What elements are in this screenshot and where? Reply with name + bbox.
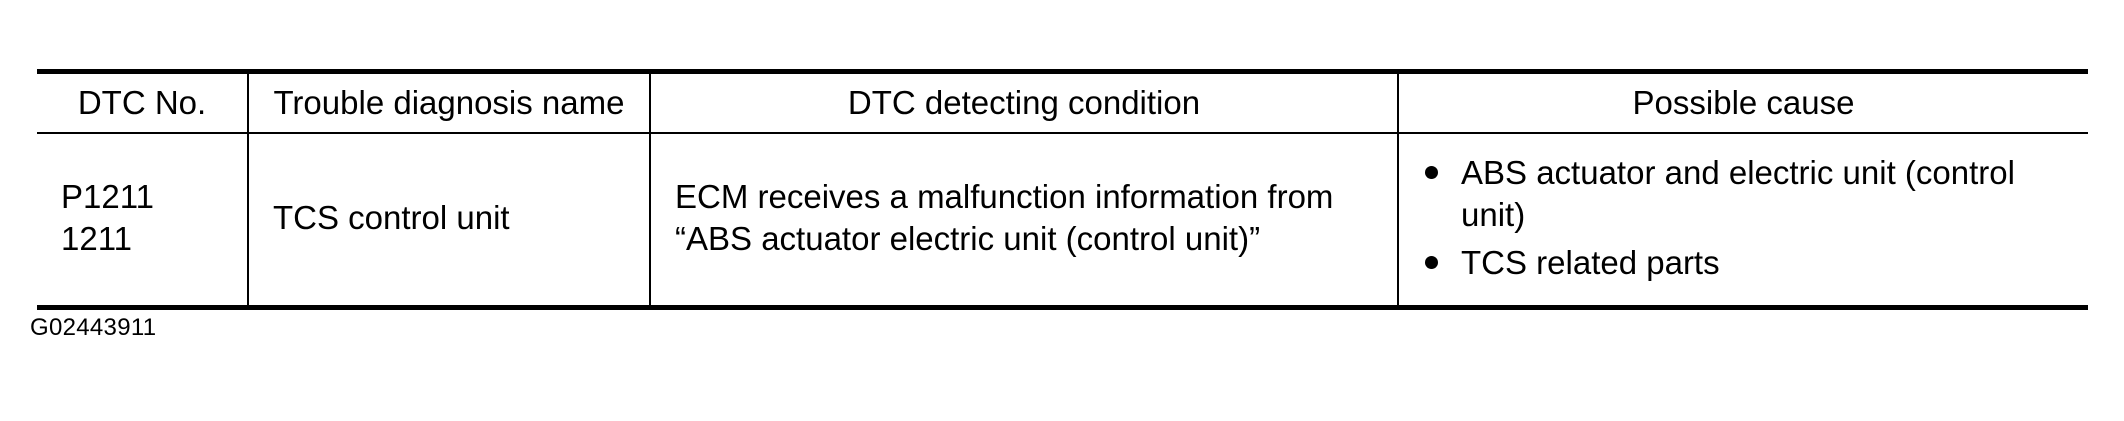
table-header: DTC No. Trouble diagnosis name DTC detec… <box>37 69 2088 134</box>
possible-cause-text: TCS related parts <box>1461 244 1720 282</box>
column-header-possible-cause: Possible cause <box>1397 69 2088 134</box>
possible-cause-text: ABS actuator and electric unit (control … <box>1461 154 2015 234</box>
bullet-dot-icon <box>1425 166 1438 179</box>
cell-possible-cause: ABS actuator and electric unit (control … <box>1397 133 2088 310</box>
cell-dtc-no: P1211 1211 <box>37 133 248 310</box>
table-body: P1211 1211 TCS control unit ECM receives… <box>37 133 2088 310</box>
possible-cause-list: ABS actuator and electric unit (control … <box>1423 152 2074 285</box>
dtc-code-primary: P1211 <box>61 178 154 216</box>
table-row: P1211 1211 TCS control unit ECM receives… <box>37 133 2088 310</box>
column-header-dtc-no: DTC No. <box>37 69 248 134</box>
detecting-condition-line-1: ECM receives a malfunction information f… <box>675 178 1334 216</box>
cell-trouble-diagnosis-name: TCS control unit <box>247 133 650 310</box>
table-header-row: DTC No. Trouble diagnosis name DTC detec… <box>37 69 2088 134</box>
bullet-dot-icon <box>1425 256 1438 270</box>
column-header-dtc-detecting-condition: DTC detecting condition <box>649 69 1398 134</box>
dtc-table: DTC No. Trouble diagnosis name DTC detec… <box>37 69 2088 310</box>
dtc-table-container: DTC No. Trouble diagnosis name DTC detec… <box>37 69 2088 310</box>
list-item: TCS related parts <box>1423 242 2074 284</box>
dtc-code-secondary: 1211 <box>61 220 132 258</box>
column-header-trouble-diagnosis-name: Trouble diagnosis name <box>247 69 650 134</box>
detecting-condition-line-2: “ABS actuator electric unit (control uni… <box>675 220 1261 258</box>
cell-dtc-detecting-condition: ECM receives a malfunction information f… <box>649 133 1398 310</box>
figure-caption: G02443911 <box>30 314 157 341</box>
list-item: ABS actuator and electric unit (control … <box>1423 152 2074 236</box>
